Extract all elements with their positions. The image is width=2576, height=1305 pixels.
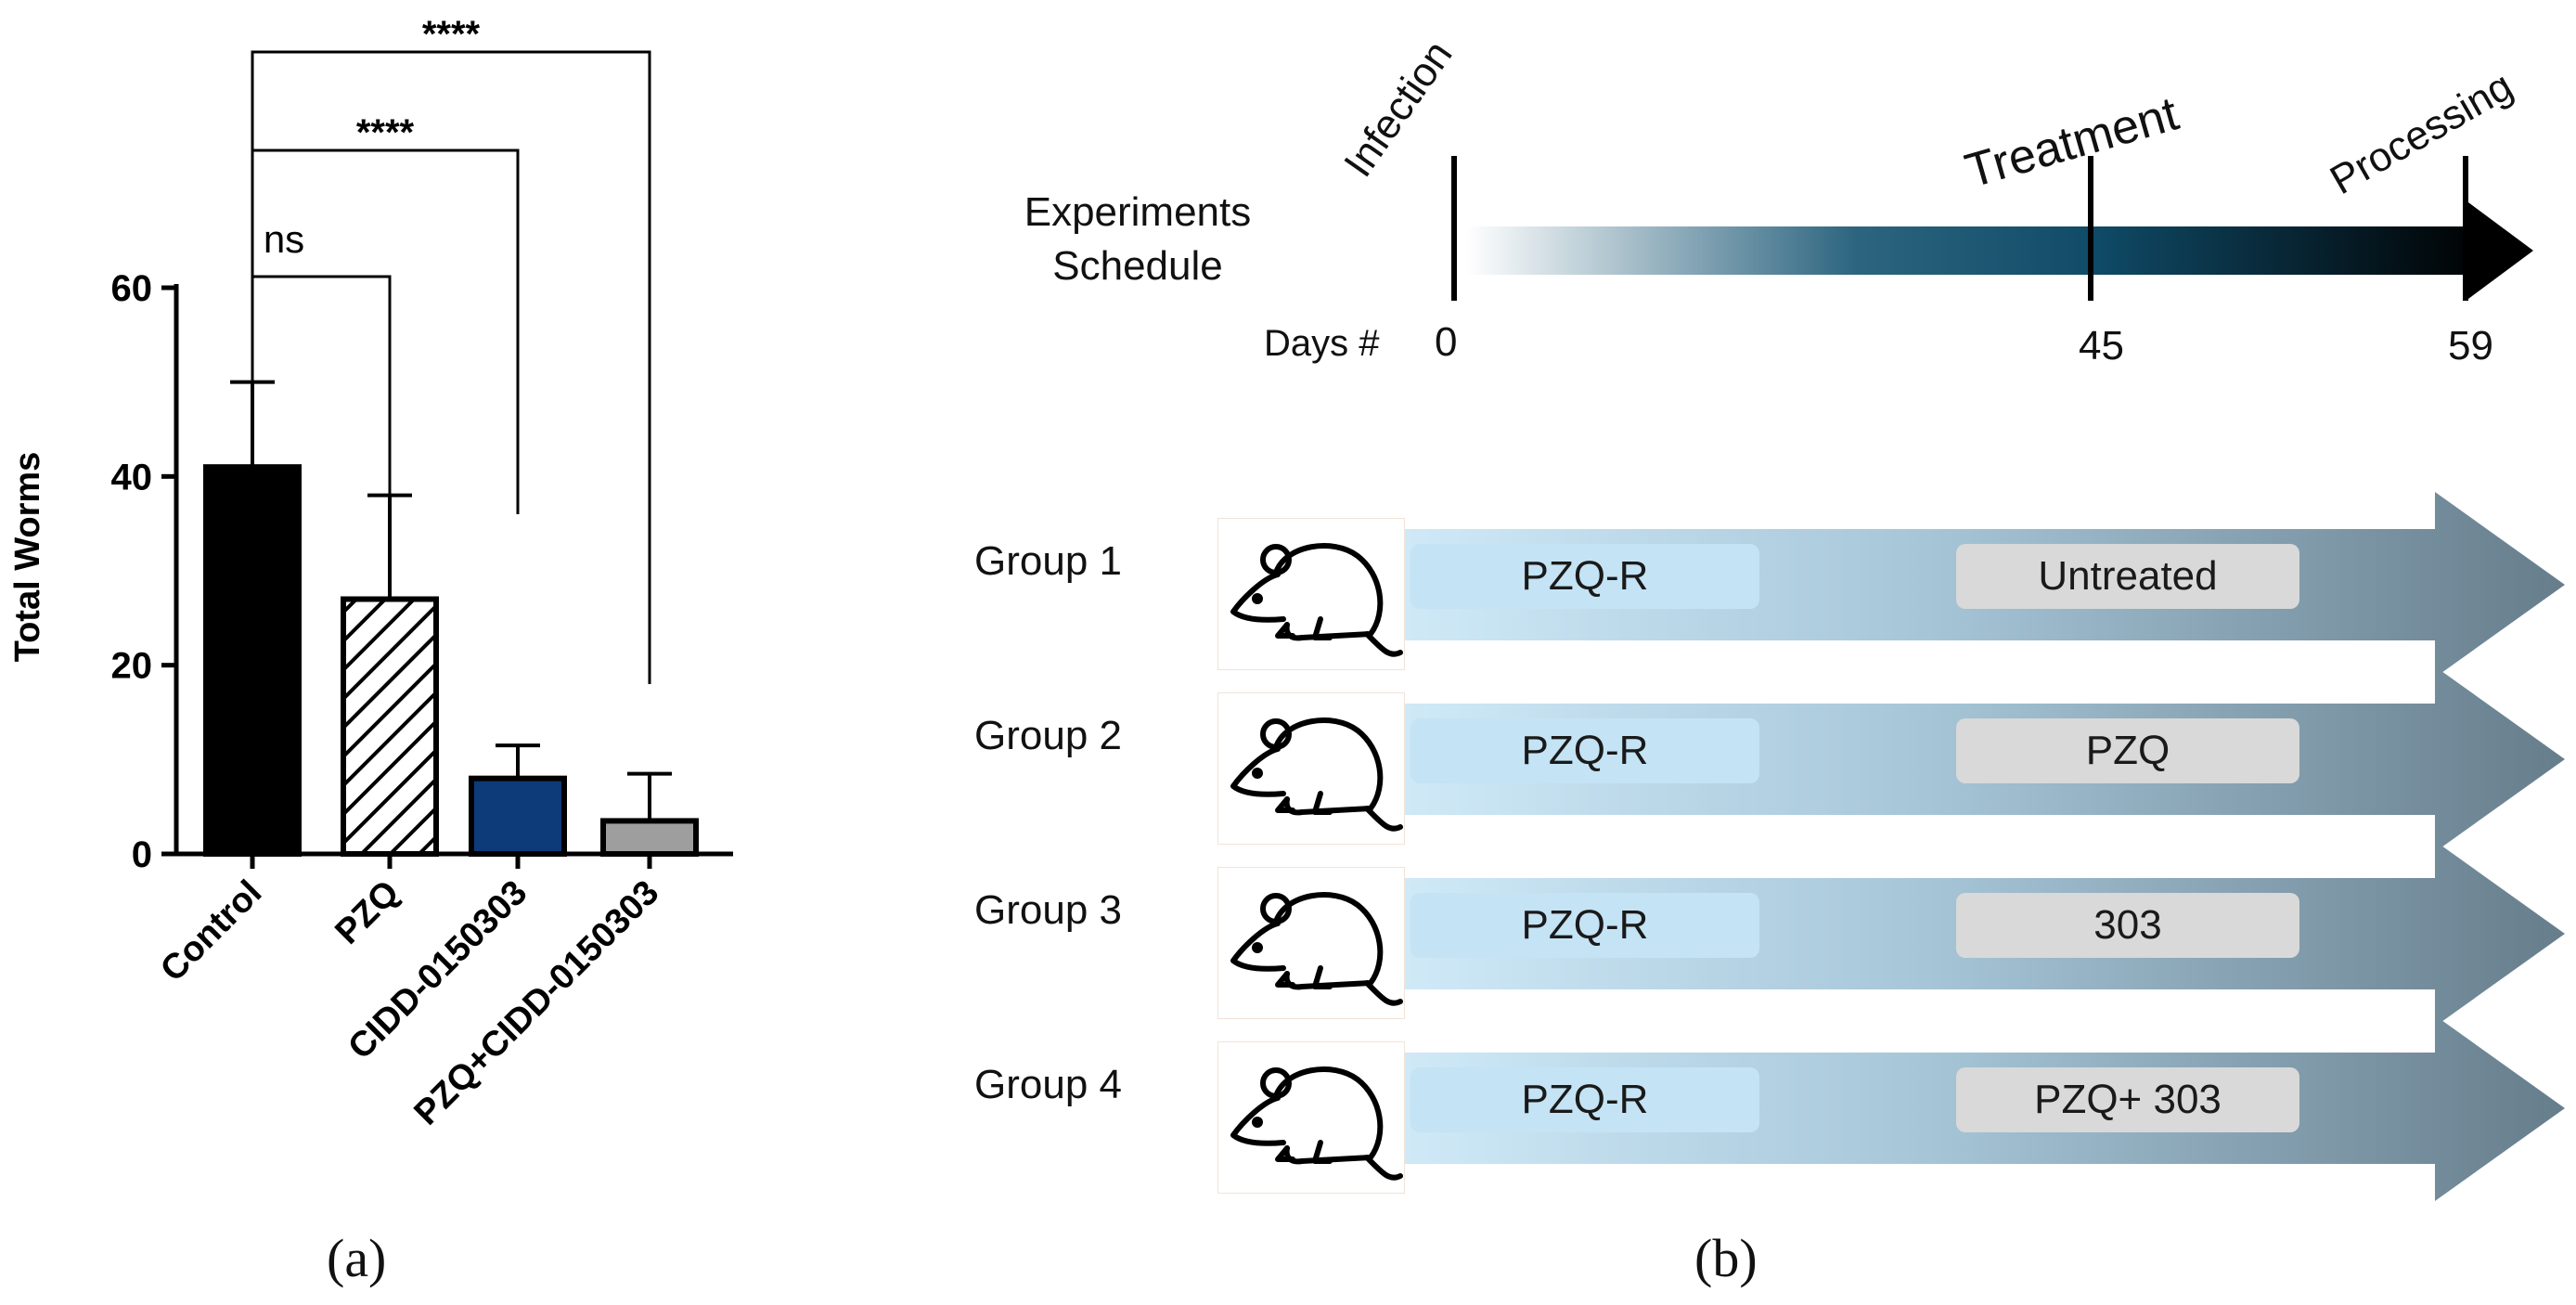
phase-label-processing: Processing <box>2323 62 2521 204</box>
treatment-pill: PZQ+ 303 <box>1956 1067 2299 1132</box>
group-row: Group 2 PZQ-R PZQ <box>0 666 2576 852</box>
mouse-icon <box>1217 518 1405 670</box>
y-tick-label: 60 <box>111 268 153 309</box>
treatment-pill: 303 <box>1956 893 2299 958</box>
schedule-title: Experiments Schedule <box>998 186 1277 293</box>
pre-treatment-pill: PZQ-R <box>1410 893 1759 958</box>
phase-label-infection: Infection <box>1335 32 1462 186</box>
significance-label: **** <box>356 112 415 153</box>
days-label: Days # <box>1264 323 1380 364</box>
schedule-title-line1: Experiments <box>1024 189 1252 235</box>
panel-label-b: (b) <box>1694 1228 1758 1288</box>
mouse-icon <box>1217 1041 1405 1194</box>
group-label: Group 4 <box>974 1062 1122 1107</box>
bar <box>341 596 439 857</box>
pre-treatment-pill: PZQ-R <box>1410 544 1759 609</box>
significance-label: **** <box>422 14 481 55</box>
day-0: 0 <box>1435 319 1458 365</box>
panel-label-a: (a) <box>327 1228 387 1288</box>
mouse-icon <box>1217 867 1405 1019</box>
treatment-pill: PZQ <box>1956 718 2299 783</box>
y-axis-label: Total Worms <box>8 452 47 663</box>
day-45: 45 <box>2079 323 2124 368</box>
group-row: Group 4 PZQ-R PZQ+ 303 <box>0 1015 2576 1201</box>
timeline-arrow <box>1466 202 2533 299</box>
group-label: Group 2 <box>974 713 1122 758</box>
bar <box>469 775 567 858</box>
group-label: Group 1 <box>974 538 1122 584</box>
y-tick-label: 0 <box>132 834 152 875</box>
pre-treatment-pill: PZQ-R <box>1410 1067 1759 1132</box>
group-row: Group 3 PZQ-R 303 <box>0 841 2576 1027</box>
tick-processing <box>2463 156 2468 301</box>
schedule-title-line2: Schedule <box>1052 243 1223 289</box>
phase-label-treatment: Treatment <box>1959 86 2184 200</box>
day-59: 59 <box>2448 323 2493 368</box>
tick-treatment <box>2088 156 2093 301</box>
significance-bracket <box>251 50 651 684</box>
significance-label: ns <box>264 217 304 261</box>
mouse-icon <box>1217 692 1405 845</box>
group-label: Group 3 <box>974 887 1122 933</box>
y-tick-label: 40 <box>111 457 153 497</box>
tick-infection <box>1451 156 1457 301</box>
y-tick-label: 20 <box>111 646 153 687</box>
treatment-pill: Untreated <box>1956 544 2299 609</box>
pre-treatment-pill: PZQ-R <box>1410 718 1759 783</box>
group-row: Group 1 PZQ-R Untreated <box>0 492 2576 678</box>
